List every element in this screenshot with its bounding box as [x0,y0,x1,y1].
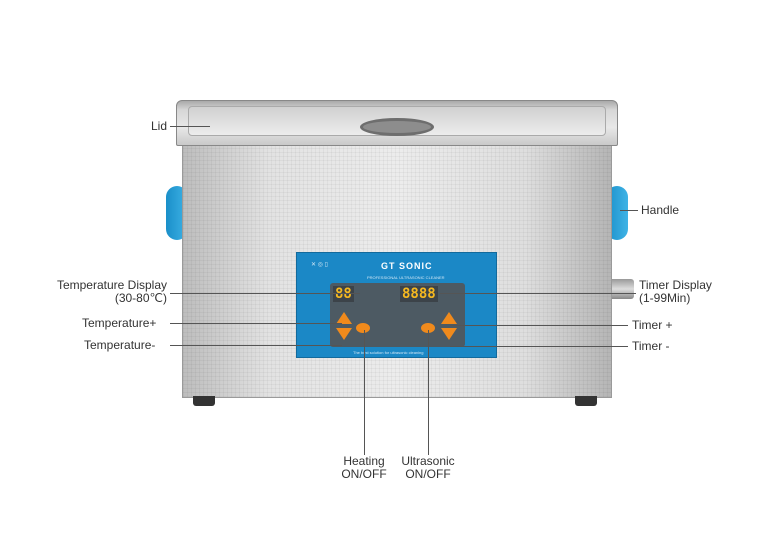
timer-plus-leader [450,325,628,326]
timer-display-title: Timer Display [639,278,712,292]
drain-valve [606,279,634,299]
temp-display-label: Temperature Display (30-80℃) [40,279,167,305]
display-panel: 88 8888 [330,283,465,347]
timer-display-label: Timer Display (1-99Min) [639,279,712,305]
ultrasonic-onoff: ON/OFF [405,467,451,481]
foot [193,396,215,406]
timer-display-leader [440,293,636,294]
brand-subtitle: PROFESSIONAL ULTRASONIC CLEANER [367,275,445,280]
heating-title: Heating [343,454,385,468]
temp-plus-leader [170,323,342,324]
heating-leader [364,330,365,455]
heating-onoff: ON/OFF [341,467,387,481]
temp-minus-label: Temperature- [84,338,156,352]
temp-display-title: Temperature Display [56,278,167,292]
temp-plus-label: Temperature+ [82,316,157,330]
lid-leader [170,126,210,127]
timer-minus-button[interactable] [441,328,457,340]
ultrasonic-label: Ultrasonic ON/OFF [396,455,460,481]
brand-logo: GT SONIC [381,261,433,271]
handle-leader [620,210,638,211]
heating-label: Heating ON/OFF [334,455,394,481]
handle-label: Handle [641,203,680,217]
temp-display-leader [170,293,360,294]
lid-knob [360,118,434,136]
timer-plus-button[interactable] [441,312,457,324]
temp-display-range: (30-80℃) [114,291,167,305]
heating-button[interactable] [356,323,370,333]
timer-plus-label: Timer + [632,318,673,332]
panel-footer: The best solution for ultrasonic cleanin… [353,350,424,355]
ultrasonic-title: Ultrasonic [401,454,455,468]
lid-label: Lid [151,119,168,133]
timer-minus-leader [450,346,628,347]
timer-display: 8888 [400,286,438,302]
foot [575,396,597,406]
timer-minus-label: Timer - [632,339,670,353]
temperature-plus-button[interactable] [336,312,352,324]
timer-display-range: (1-99Min) [639,291,691,305]
temperature-display: 88 [333,286,354,302]
temp-minus-leader [170,345,342,346]
temperature-minus-button[interactable] [336,328,352,340]
ultrasonic-button[interactable] [421,323,435,333]
panel-icons: ✕ ◎ ▯ [311,262,328,268]
ultrasonic-leader [428,330,429,455]
